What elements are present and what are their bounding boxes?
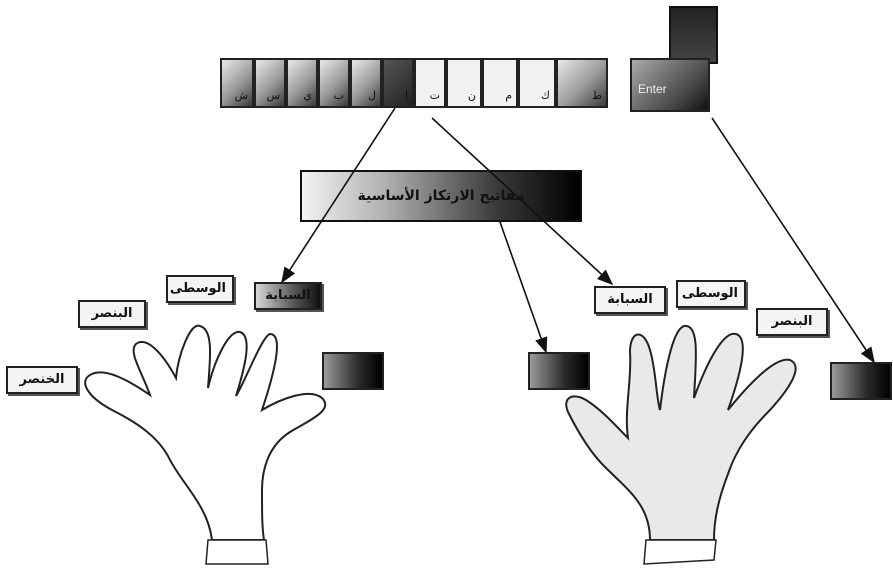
key-6: ا [382,58,414,108]
key-8-label: ن [467,89,476,102]
key-4-label: ب [333,89,344,102]
key-1: ش [220,58,254,108]
key-3: ي [286,58,318,108]
key-5: ل [350,58,382,108]
key-11: ط [556,58,608,108]
left-ring-label: البنصر [78,300,146,328]
left-middle-label: الوسطى [166,275,234,303]
key-5-label: ل [368,89,376,102]
enter-key-top [669,6,718,64]
key-9-label: م [505,89,512,102]
key-2: س [254,58,286,108]
right-enter-home-key [830,362,892,400]
left-index-label: السبابة [254,282,322,310]
key-4: ب [318,58,350,108]
key-7-label: ت [429,89,440,102]
left-home-key [322,352,384,390]
key-9: م [482,58,518,108]
left-sleeve [205,539,269,565]
arrow-to-right-home-key [499,221,548,354]
home-row-banner: مفاتيح الارتكاز الأساسية [300,170,582,222]
key-6-label: ا [404,89,408,102]
right-hand [565,325,797,541]
right-home-key [528,352,590,390]
key-2-label: س [266,89,280,102]
key-10: ك [518,58,556,108]
right-index-label: السبابة [594,286,666,314]
left-hand [84,324,327,541]
key-8: ن [446,58,482,108]
key-10-label: ك [540,89,550,102]
right-middle-label: الوسطى [676,280,746,308]
key-7: ت [414,58,446,108]
left-pinky-label: الخنصر [6,366,78,394]
key-3-label: ي [303,89,312,102]
enter-key-label: Enter [638,82,667,96]
arrow-to-left-index [281,107,396,284]
arrow-from-enter [711,117,875,364]
arrow-to-right-index [431,117,614,286]
enter-key: Enter [630,58,710,112]
key-1-label: ش [234,89,248,102]
right-sleeve [643,539,717,565]
key-11-label: ط [591,89,602,102]
right-ring-label: البنصر [756,308,828,336]
